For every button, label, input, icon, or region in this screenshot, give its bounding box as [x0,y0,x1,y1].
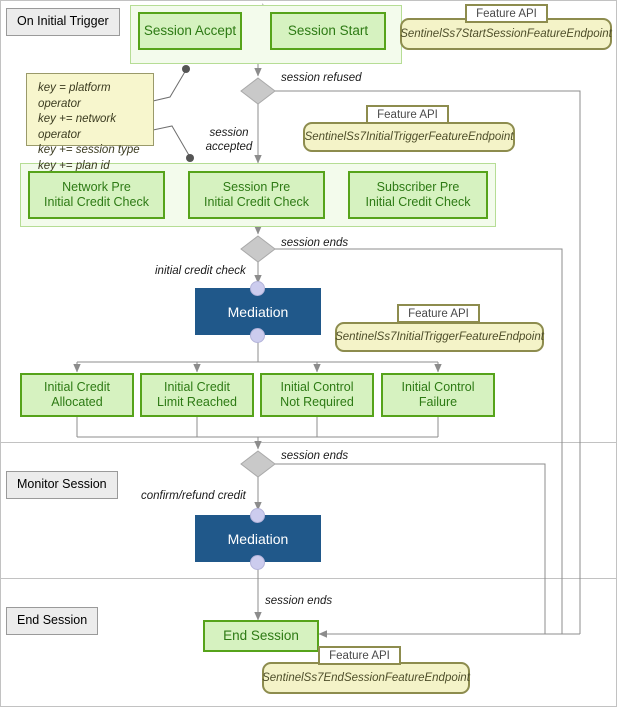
note-line-4: key += plan id [38,159,110,172]
node-subscriber-pre-line1: Subscriber Pre [376,180,460,195]
diamond-session-ends-1 [240,235,276,263]
edge-label-session-ends-1: session ends [281,237,349,249]
port-mediation-monitor-top [250,508,265,523]
node-network-pre-line1: Network Pre [62,180,131,195]
node-session-start[interactable]: Session Start [270,12,386,50]
feature-api-initial-trigger-upper-tab: Feature API [366,105,449,124]
flow-edges [73,64,581,638]
node-initial-credit-limit-line1: Initial Credit [164,380,230,395]
lane-tab-monitor-session[interactable]: Monitor Session [6,471,118,499]
node-initial-control-not-required-line1: Initial Control [280,380,354,395]
node-subscriber-pre-initial-credit-check[interactable]: Subscriber Pre Initial Credit Check [348,171,488,219]
diamond-session-ends-2 [240,450,276,478]
node-end-session[interactable]: End Session [203,620,319,652]
node-mediation-monitor[interactable]: Mediation [195,515,321,562]
feature-api-initial-trigger-lower-body[interactable]: SentinelSs7InitialTriggerFeatureEndpoint [335,322,544,352]
edge-label-confirm-refund-credit: confirm/refund credit [141,490,246,502]
node-initial-control-failure[interactable]: Initial Control Failure [381,373,495,417]
port-mediation-initial-top [250,281,265,296]
edge-label-session-ends-2: session ends [281,450,349,462]
lane-tab-on-initial-trigger[interactable]: On Initial Trigger [6,8,120,36]
node-initial-control-failure-line2: Failure [418,395,458,409]
note-line-2: key += network operator [38,113,116,141]
node-session-pre-line2: Initial Credit Check [204,195,309,209]
edge-label-session-accepted-line1: session [209,127,249,139]
node-initial-credit-allocated-line2: Allocated [51,395,103,409]
node-session-pre-line1: Session Pre [222,180,291,195]
node-initial-control-not-required-line2: Not Required [280,395,354,409]
feature-api-start-session-tab: Feature API [465,4,548,23]
edge-label-session-accepted-line2: accepted [205,141,253,154]
note-key-composition: key = platform operator key += network o… [26,73,154,203]
diamond-session-refused [240,77,276,105]
node-session-accept[interactable]: Session Accept [138,12,242,50]
note-line-3: key += session type [38,144,140,157]
edge-label-session-accepted: session accepted [203,126,255,155]
node-initial-credit-allocated-line1: Initial Credit [44,380,110,395]
feature-api-initial-trigger-upper-body[interactable]: SentinelSs7InitialTriggerFeatureEndpoint [303,122,515,152]
node-initial-control-failure-line1: Initial Control [401,380,475,395]
edge-label-session-refused: session refused [281,72,362,84]
node-subscriber-pre-line2: Initial Credit Check [365,195,471,209]
edge-label-session-ends-3: session ends [265,595,333,607]
node-session-pre-initial-credit-check[interactable]: Session Pre Initial Credit Check [188,171,325,219]
feature-api-initial-trigger-lower-tab: Feature API [397,304,480,323]
feature-api-end-session-body[interactable]: SentinelSs7EndSessionFeatureEndpoint [262,662,470,694]
node-network-pre-initial-credit-check[interactable]: Network Pre Initial Credit Check [28,171,165,219]
lane-tab-end-session[interactable]: End Session [6,607,99,635]
port-mediation-initial-bottom [250,328,265,343]
node-initial-control-not-required[interactable]: Initial Control Not Required [260,373,374,417]
feature-api-end-session-tab: Feature API [318,646,401,665]
node-initial-credit-limit-reached[interactable]: Initial Credit Limit Reached [140,373,254,417]
node-initial-credit-limit-line2: Limit Reached [157,395,237,409]
port-mediation-monitor-bottom [250,555,265,570]
edge-label-initial-credit-check: initial credit check [155,265,246,277]
note-line-1: key = platform operator [38,82,111,110]
node-initial-credit-allocated[interactable]: Initial Credit Allocated [20,373,134,417]
node-network-pre-line2: Initial Credit Check [44,195,149,209]
